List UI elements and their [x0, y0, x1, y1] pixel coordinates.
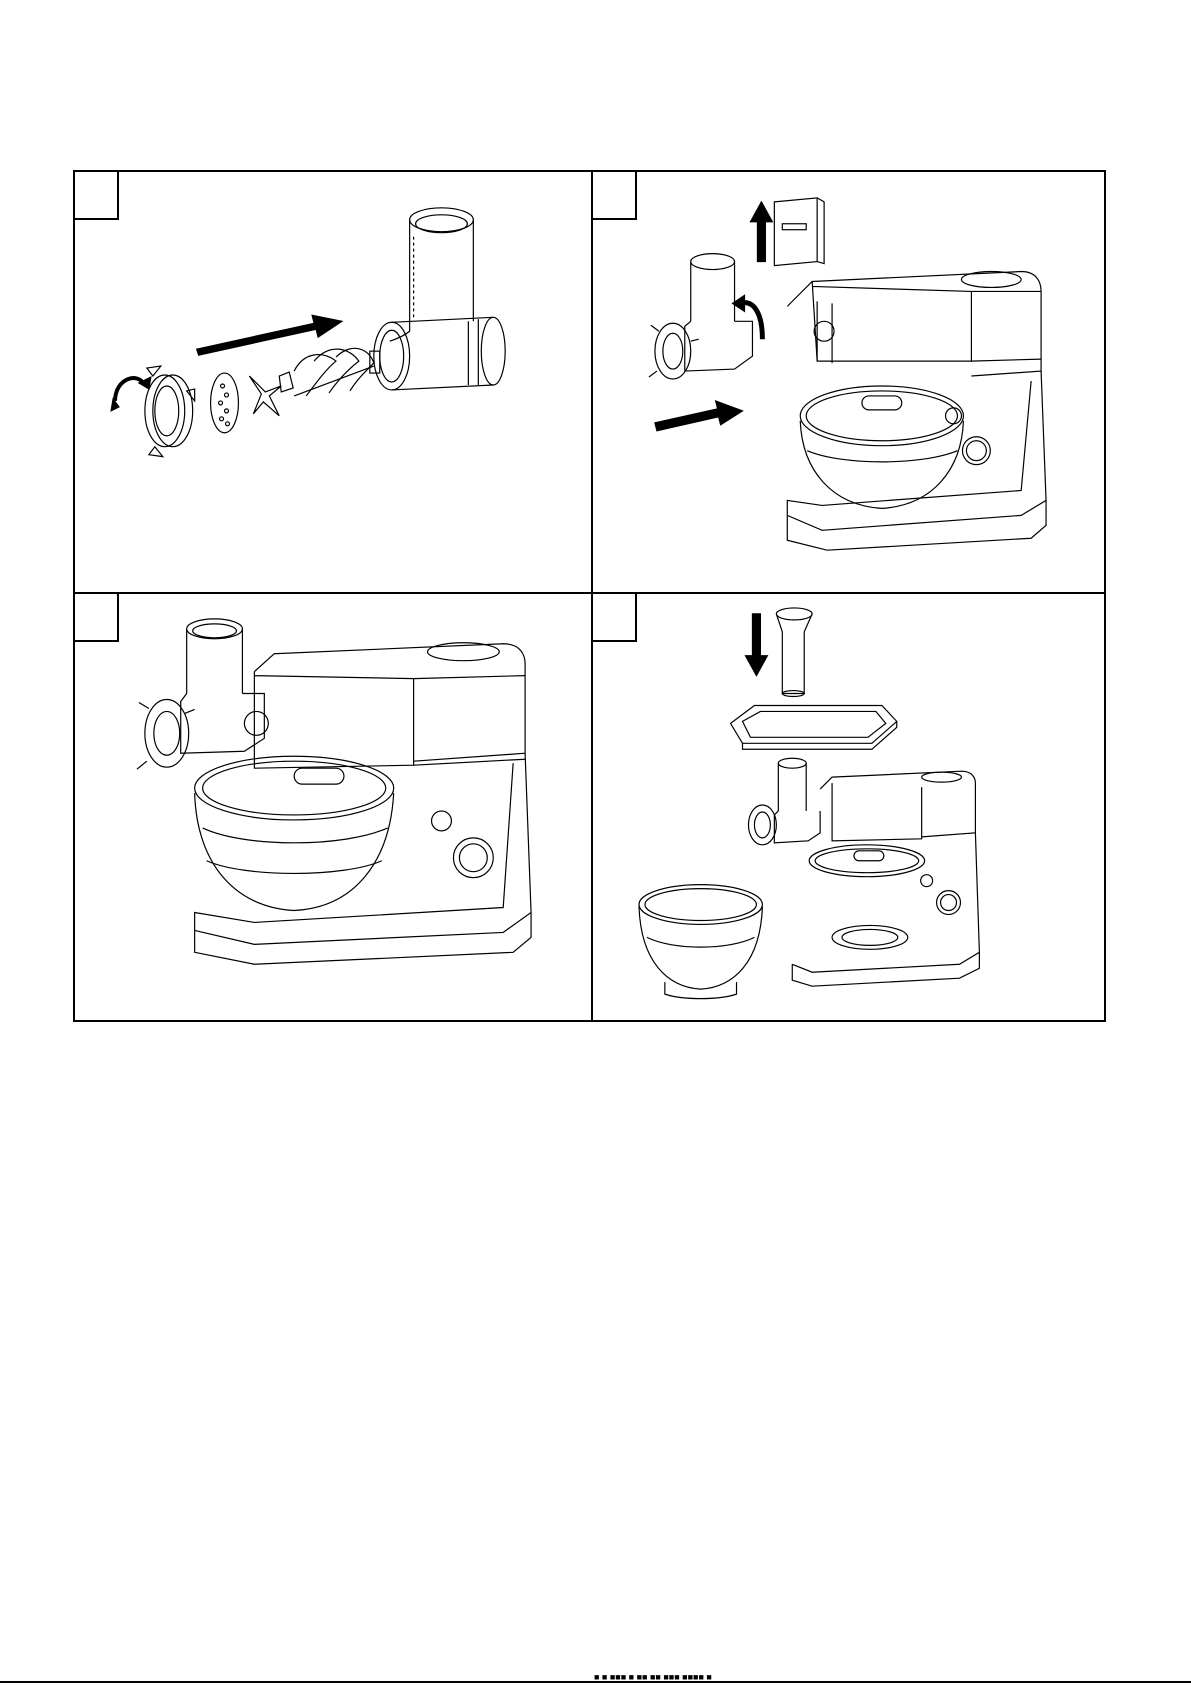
grinder-body [374, 208, 505, 390]
step-1-panel [74, 171, 592, 593]
stand-mixer [792, 771, 979, 986]
ring-nut [145, 366, 195, 457]
step-4-panel [592, 593, 1105, 1021]
grinder-unit [748, 758, 820, 845]
arrow-right-icon [655, 401, 743, 431]
arrow-up-icon [750, 202, 772, 262]
step-3-number-box [75, 594, 119, 642]
step-3-panel [74, 593, 592, 1021]
arrow-down-icon [745, 614, 767, 676]
step-4-number-box [593, 594, 637, 642]
step-1-number-box [75, 172, 119, 220]
food-pusher [776, 608, 812, 697]
step-1-illustration [75, 172, 591, 592]
step-2-illustration [593, 172, 1104, 592]
mixing-bowl [639, 885, 762, 999]
step-3-illustration [75, 594, 591, 1020]
step-2-number-box [593, 172, 637, 220]
stand-mixer-assembled [195, 643, 531, 964]
attachment-cover [774, 198, 824, 266]
step-2-panel [592, 171, 1105, 593]
footer-text: ■ ■ ■■■ ■ ■■ ■■ ■■■ ■■■■ ■ [594, 1672, 712, 1682]
stand-mixer [787, 272, 1046, 551]
feed-screw [279, 348, 380, 396]
grinder-unit [649, 254, 753, 379]
grinder-mounted [137, 619, 268, 769]
instruction-figure-grid [73, 170, 1106, 1022]
arrow-right-icon [197, 315, 342, 355]
cutter-blade [249, 376, 281, 416]
cutting-plate [211, 373, 239, 433]
curved-arrow-icon [115, 378, 145, 401]
food-tray [731, 705, 897, 749]
step-4-illustration [593, 594, 1104, 1020]
